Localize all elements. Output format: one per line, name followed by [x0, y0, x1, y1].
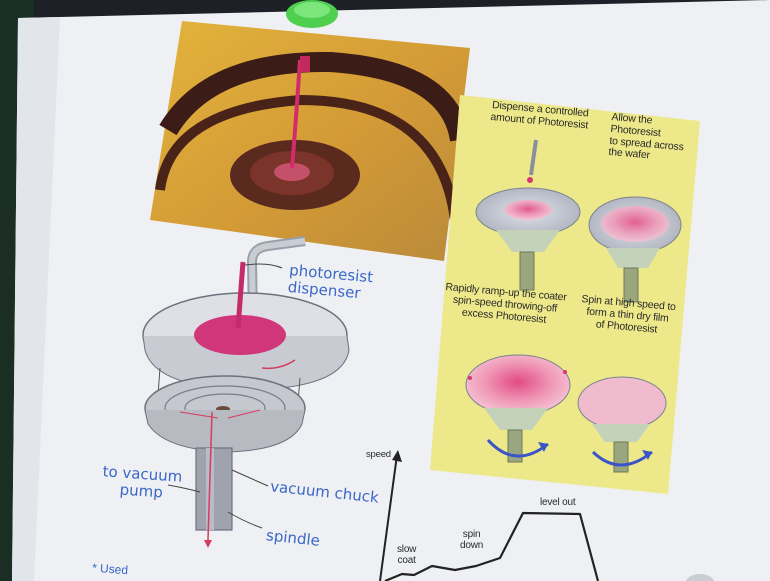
- graph-ylabel: speed: [366, 450, 391, 461]
- footnote-text: * Used: [92, 562, 129, 578]
- spin-coating-photo: [150, 21, 470, 261]
- slow-coat-label: slow coat: [397, 544, 416, 566]
- step-spread-text: Allow the Photoresist to spread across t…: [608, 112, 686, 165]
- to-vacuum-pump-label: to vacuum pump: [101, 463, 183, 502]
- photoresist-dispenser-label: photoresist dispenser: [287, 262, 374, 303]
- spin-down-label: spin down: [460, 529, 483, 551]
- level-out-label: level out: [540, 497, 575, 508]
